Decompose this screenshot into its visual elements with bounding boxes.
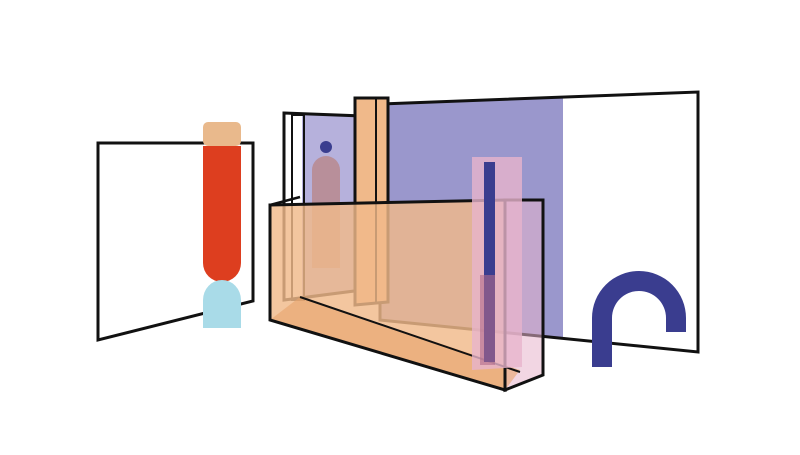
pink-column-fill	[472, 157, 522, 370]
arch-icon	[592, 271, 686, 367]
box-top-back-edge	[269, 195, 301, 207]
pillar-blue-base	[203, 280, 241, 328]
pillar-tan-cap	[203, 122, 241, 146]
pink-column	[472, 157, 522, 370]
figure-head	[320, 141, 332, 153]
navy-strip-shadow	[480, 275, 495, 365]
box-floor-fill	[270, 297, 520, 390]
navy-strip	[484, 162, 495, 362]
capsule-pillar	[203, 122, 241, 328]
box-front-fill	[270, 200, 505, 390]
pillar-red-body	[203, 146, 241, 282]
